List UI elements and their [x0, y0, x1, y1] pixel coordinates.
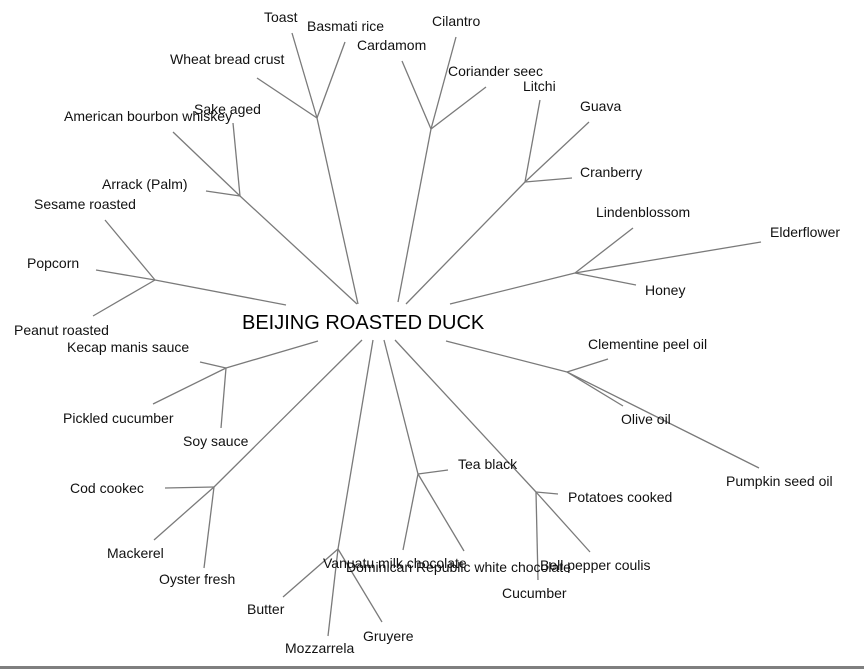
- leaf-edge: [430, 86, 487, 130]
- leaf-edge: [282, 548, 339, 598]
- leaf-label: Butter: [247, 601, 285, 617]
- leaf-label: Mackerel: [107, 545, 164, 561]
- edges: [92, 32, 762, 637]
- leaf-label: Guava: [580, 98, 621, 114]
- leaf-label: Sake aged: [194, 101, 261, 117]
- leaf-edge: [417, 469, 449, 475]
- leaf-edge: [566, 371, 624, 407]
- leaf-label: Sesame roasted: [34, 196, 136, 212]
- trunk-edge-spirit: [239, 195, 358, 305]
- leaf-edge: [337, 548, 383, 623]
- trunk-edge-tea: [383, 339, 419, 475]
- leaf-label: Kecap manis sauce: [67, 339, 189, 355]
- trunk-edge-fish: [213, 339, 363, 488]
- leaf-label: Dominican Republic white chocolate: [346, 559, 571, 575]
- trunk-edge-oil: [445, 340, 568, 373]
- leaf-edge: [232, 122, 241, 197]
- trunk-edge-sauce: [225, 340, 319, 369]
- leaf-label: Clementine peel oil: [588, 336, 707, 352]
- leaf-label: Cardamom: [357, 37, 426, 53]
- leaf-label: Bell pepper coulis: [540, 557, 651, 573]
- leaf-label: American bourbon whiskey: [64, 108, 232, 124]
- leaf-label: Basmati rice: [307, 18, 384, 34]
- leaf-label: Vanuatu milk chocolate: [323, 555, 467, 571]
- leaf-edge: [574, 241, 762, 274]
- leaf-edge: [566, 358, 609, 373]
- leaf-edge: [92, 279, 156, 317]
- leaf-edge: [203, 486, 215, 569]
- trunk-edge-bread: [316, 117, 359, 305]
- leaf-edge: [430, 36, 457, 130]
- leaf-label: Cilantro: [432, 13, 480, 29]
- leaf-label: Tea black: [458, 456, 518, 472]
- leaf-edge: [524, 177, 573, 183]
- leaf-label: Peanut roasted: [14, 322, 109, 338]
- leaf-label: Oyster fresh: [159, 571, 235, 587]
- leaf-label: Olive oil: [621, 411, 671, 427]
- leaf-edge: [220, 367, 227, 429]
- leaf-label: Elderflower: [770, 224, 840, 240]
- leaf-edge: [95, 269, 156, 281]
- leaf-label: Honey: [645, 282, 685, 298]
- leaf-label: Mozzarrela: [285, 640, 354, 656]
- leaf-edge: [152, 367, 227, 405]
- leaf-edge: [417, 473, 465, 552]
- leaf-label: Soy sauce: [183, 433, 249, 449]
- leaf-edge: [566, 371, 760, 469]
- leaf-label: Toast: [264, 9, 298, 25]
- leaf-edge: [205, 190, 241, 197]
- leaf-label: Cranberry: [580, 164, 642, 180]
- leaf-label: Potatoes cooked: [568, 489, 672, 505]
- leaf-edge: [524, 99, 541, 183]
- leaf-edge: [574, 272, 637, 286]
- trunk-edge-herb: [397, 128, 432, 303]
- leaf-label: Cod cookec: [70, 480, 144, 496]
- leaf-edge: [524, 121, 590, 183]
- leaf-label: Coriander seec: [448, 63, 543, 79]
- trunk-edge-fruit: [405, 181, 526, 305]
- trunk-edge-flower: [449, 272, 576, 305]
- leaf-label: Gruyere: [363, 628, 414, 644]
- leaf-label: Wheat bread crust: [170, 51, 284, 67]
- leaf-label: Popcorn: [27, 255, 79, 271]
- leaf-edge: [172, 131, 241, 197]
- leaf-edge: [535, 491, 539, 581]
- leaf-label: Arrack (Palm): [102, 176, 188, 192]
- leaf-label: Pickled cucumber: [63, 410, 174, 426]
- leaf-edge: [327, 548, 339, 637]
- trunk-edge-dairy: [337, 339, 374, 550]
- leaf-edge: [535, 491, 559, 495]
- leaf-label: Litchi: [523, 78, 556, 94]
- leaf-label: Cucumber: [502, 585, 567, 601]
- leaf-edge: [199, 361, 227, 369]
- leaf-edge: [316, 41, 346, 119]
- leaf-edge: [574, 227, 634, 274]
- leaf-edge: [164, 486, 215, 489]
- leaf-edge: [104, 219, 156, 281]
- leaf-edge: [153, 486, 215, 541]
- leaf-label: Pumpkin seed oil: [726, 473, 833, 489]
- trunk-edge-nut: [154, 279, 287, 306]
- leaf-edge: [401, 60, 432, 130]
- bottom-divider: [0, 666, 864, 669]
- leaf-edge: [402, 473, 419, 551]
- leaf-edge: [535, 491, 591, 553]
- leaf-edge: [256, 77, 318, 119]
- leaf-label: Lindenblossom: [596, 204, 690, 220]
- root-label: BEIJING ROASTED DUCK: [242, 312, 485, 334]
- leaf-edge: [291, 32, 318, 119]
- trunk-edge-veg: [394, 339, 537, 493]
